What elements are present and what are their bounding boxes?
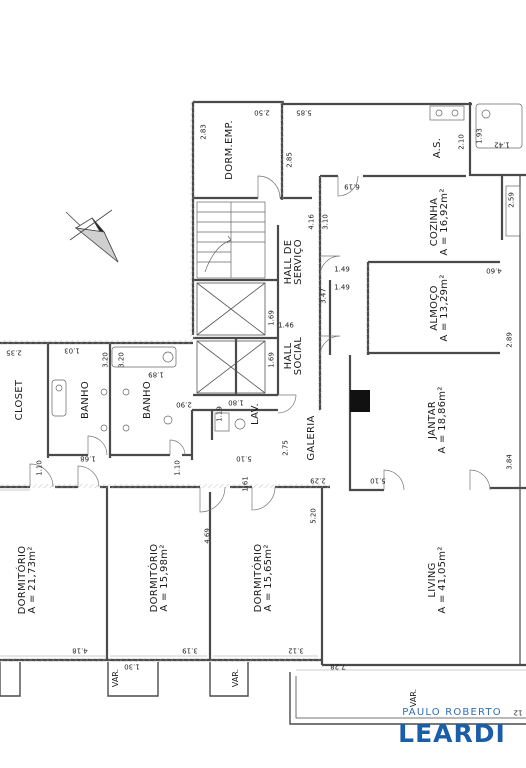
dim-1-03: 1.03: [64, 346, 80, 355]
room-label-banho-1: BANHO: [80, 380, 91, 420]
dim-2-35: 2.35: [6, 348, 22, 357]
north-arrow-icon: [65, 209, 119, 263]
dim-4-60: 4.60: [486, 266, 502, 275]
dim-1-10-a: 1.10: [35, 460, 44, 476]
dim-1-19: 1.19: [215, 406, 224, 422]
dim-3-10: 3.10: [321, 214, 330, 230]
dim-3-20-b: 3.20: [117, 352, 126, 368]
dim-12: 12: [513, 708, 523, 717]
room-label-var-3: VAR.: [409, 688, 418, 708]
dim-1-80: 1.80: [228, 398, 244, 407]
dim-1-46: 1.46: [278, 321, 294, 330]
room-label-closet: CLOSET: [14, 379, 25, 421]
dim-5-20: 5.20: [309, 508, 318, 524]
dim-2-89: 2.89: [505, 332, 514, 348]
dim-1-69-a: 1.69: [267, 310, 276, 326]
room-label-banho-2: BANHO: [142, 380, 153, 420]
dim-1-10-b: 1.10: [173, 460, 182, 476]
room-label-lav: LAV.: [250, 403, 261, 425]
bathroom-fixtures: [51, 103, 523, 432]
dim-1-61: 1.61: [241, 476, 250, 492]
dim-1-93: 1.93: [475, 128, 484, 144]
dim-2-75: 2.75: [281, 440, 290, 456]
dim-5-10-b: 5.10: [370, 476, 386, 485]
dim-3-84: 3.84: [505, 454, 514, 470]
structural-column: [350, 390, 370, 412]
room-label-galeria: GALERIA: [306, 415, 317, 461]
dim-1-49-a: 1.49: [334, 265, 350, 274]
elevator-shafts: [196, 282, 266, 394]
dim-5-85: 5.85: [296, 108, 312, 117]
dim-2-83: 2.83: [199, 124, 208, 140]
room-label-as: A.S.: [432, 137, 443, 159]
dim-7-28: 7.28: [330, 662, 346, 671]
dim-3-20-a: 3.20: [101, 352, 110, 368]
dim-4-69: 4.69: [203, 528, 212, 544]
room-label-var-1: VAR.: [111, 668, 120, 688]
dim-6-19: 6.19: [344, 182, 360, 191]
dim-2-85: 2.85: [285, 152, 294, 168]
dim-4-18: 4.18: [72, 646, 88, 655]
dim-2-59: 2.59: [507, 192, 516, 208]
logo-line-2: LEARDI: [398, 719, 506, 748]
dim-2-90: 2.90: [176, 400, 192, 409]
dim-2-50: 2.50: [254, 108, 270, 117]
staircase: [196, 201, 266, 279]
window-lines: [0, 489, 526, 671]
dim-3-19: 3.19: [182, 646, 198, 655]
wall-hatching: [0, 100, 370, 662]
room-label-var-2: VAR.: [231, 668, 240, 688]
dim-1-89: 1.89: [148, 370, 164, 379]
dim-4-16: 4.16: [307, 214, 316, 230]
dim-1-42: 1.42: [494, 140, 510, 149]
dim-1-49-b: 1.49: [334, 283, 350, 292]
door-swings: [29, 175, 491, 513]
dim-3-12: 3.12: [288, 646, 304, 655]
brand-logo: PAULO ROBERTO LEARDI: [392, 707, 512, 748]
logo-line-1: PAULO ROBERTO: [402, 707, 502, 718]
dim-3-47: 3.47: [319, 288, 328, 304]
dim-1-68: 1.68: [80, 454, 96, 463]
dim-2-10: 2.10: [457, 134, 466, 150]
dim-1-69-b: 1.69: [267, 352, 276, 368]
dim-5-10-a: 5.10: [236, 454, 252, 463]
dim-1-30: 1.30: [124, 662, 140, 671]
room-label-dorm-emp: DORM.EMP.: [224, 120, 235, 180]
dim-2-29: 2.29: [310, 476, 326, 485]
